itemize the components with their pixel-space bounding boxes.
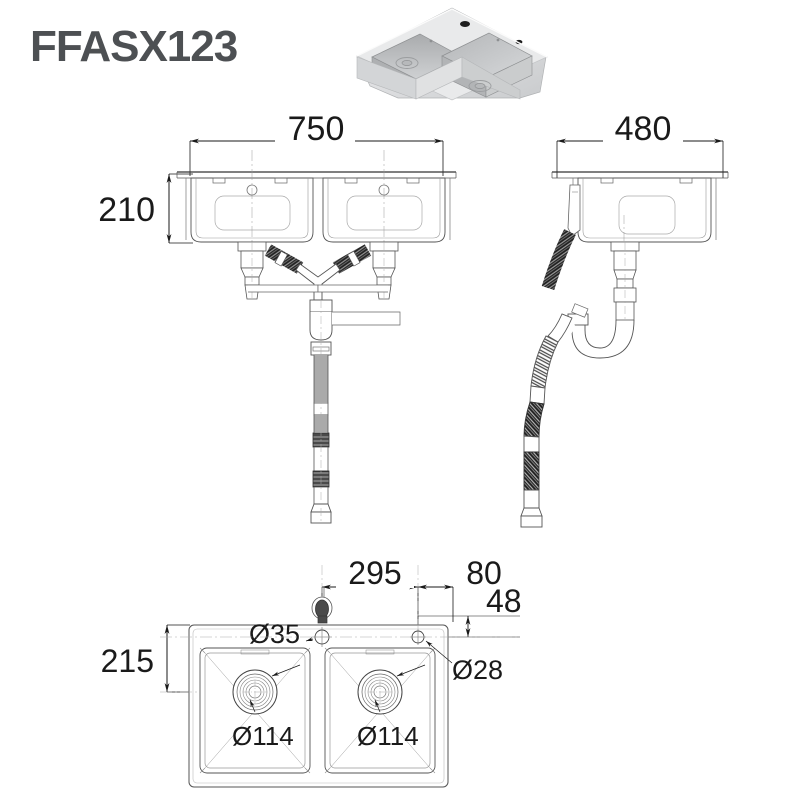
- dimension-depth-480: 480: [556, 110, 724, 178]
- callout-label-tap-hole-28: Ø28: [452, 655, 503, 685]
- page-title: FFASX123: [30, 22, 238, 71]
- dimension-width-750: 750: [189, 110, 444, 176]
- overflow-hose-side: [541, 229, 576, 290]
- callout-label-tap-hole-35: Ø35: [249, 619, 300, 649]
- dimension-height-210: 210: [98, 173, 193, 244]
- flexible-waste-hose-side: [520, 313, 576, 528]
- dimension-295: 295: [321, 555, 419, 636]
- dimension-label-750: 750: [288, 110, 345, 148]
- tap-hole-35: Ø35: [249, 619, 332, 649]
- front-elevation-view: 750 210: [98, 110, 457, 524]
- dimension-label-295: 295: [348, 555, 401, 591]
- product-3d-render: [356, 7, 548, 101]
- drain-assembly-right: [369, 241, 399, 300]
- plan-top-view: 295 80 48 215: [101, 555, 522, 788]
- p-trap-side: [567, 303, 635, 359]
- tap-hole-28: Ø28: [410, 629, 503, 685]
- overflow-hose-left: [264, 244, 304, 274]
- overflow-hose-right: [332, 244, 372, 274]
- dimension-48: 48: [418, 583, 522, 638]
- dimension-80: 80: [418, 555, 514, 622]
- drain-assembly-side: [610, 241, 640, 321]
- dimension-label-210: 210: [98, 191, 155, 229]
- side-elevation-view: 480: [520, 110, 729, 528]
- dimension-label-215: 215: [101, 643, 154, 679]
- callout-label-drain-right: Ø114: [357, 721, 419, 751]
- bowl-left-plan: Ø114: [199, 647, 311, 774]
- bowl-right-plan: Ø114: [324, 647, 436, 774]
- faucet-top-icon: [311, 587, 333, 624]
- dimension-215: 215: [101, 624, 240, 693]
- waste-pipe-assembly: [309, 299, 401, 524]
- dimension-label-80: 80: [466, 555, 502, 591]
- callout-label-drain-left: Ø114: [232, 721, 294, 751]
- dimension-label-480: 480: [615, 110, 672, 148]
- dimension-label-48: 48: [486, 583, 522, 619]
- y-connector: [295, 263, 341, 301]
